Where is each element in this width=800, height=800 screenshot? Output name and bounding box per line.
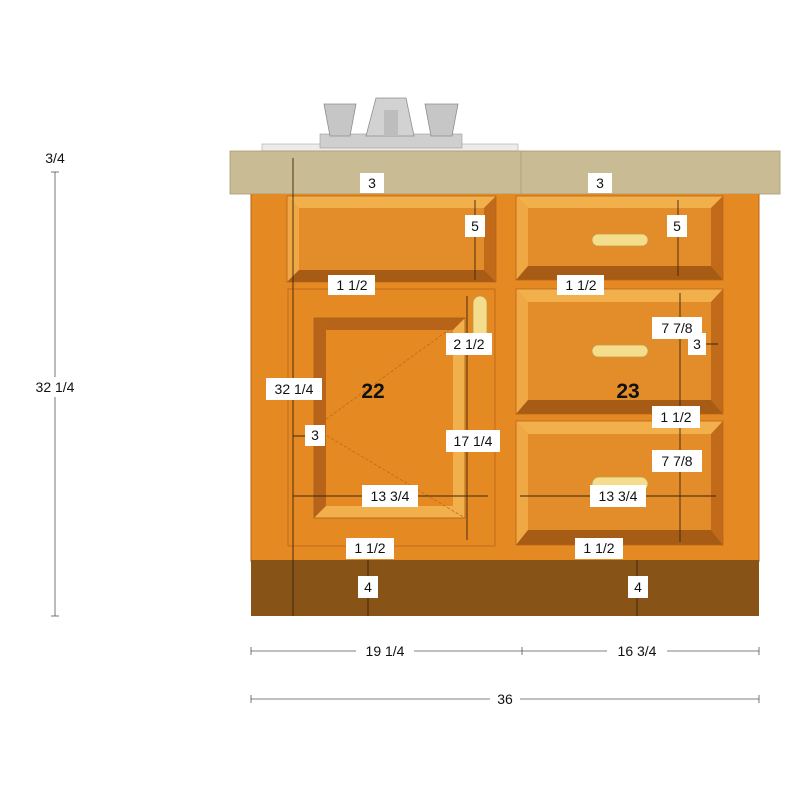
overall-width-label: 36	[497, 691, 513, 707]
part-number-left: 22	[361, 380, 384, 403]
drawer2-gap-label: 3	[693, 336, 701, 352]
stile-side-label: 3	[311, 427, 319, 443]
rail-left-mid-label: 1 1/2	[336, 277, 367, 293]
toe-right-label: 4	[634, 579, 642, 595]
right-width-label: 16 3/4	[618, 643, 657, 659]
drawer-handle-1	[591, 233, 649, 247]
counter-thickness-label: 3/4	[45, 150, 65, 166]
right-drawer-3	[515, 420, 724, 546]
toe-left-label: 4	[364, 579, 372, 595]
panel-edge-label: 2 1/2	[453, 336, 484, 352]
right-drawer-1	[515, 195, 724, 281]
countertop	[229, 150, 781, 195]
drawer-height-left-label: 5	[471, 218, 479, 234]
part-number-right: 23	[616, 380, 639, 403]
door-panel-height-label: 17 1/4	[454, 433, 493, 449]
left-width-label: 19 1/4	[366, 643, 405, 659]
left-top-drawer	[286, 195, 497, 283]
drawer-height-right-label: 5	[673, 218, 681, 234]
rail-right-mid-label: 1 1/2	[565, 277, 596, 293]
door-panel-width-label: 13 3/4	[371, 488, 410, 504]
drawer3-width-label: 13 3/4	[599, 488, 638, 504]
label-boxes	[28, 173, 706, 709]
top-rail-right-label: 3	[596, 175, 604, 191]
rail-right-lower-label: 1 1/2	[660, 409, 691, 425]
drawer2-height-label: 7 7/8	[661, 320, 692, 336]
faucet	[261, 97, 519, 152]
toe-kick	[251, 560, 759, 616]
rail-right-bottom-label: 1 1/2	[583, 540, 614, 556]
door-frame-height-label: 32 1/4	[275, 381, 314, 397]
drawer3-height-label: 7 7/8	[661, 453, 692, 469]
left-door	[287, 288, 496, 547]
drawer-handle-2	[591, 344, 649, 358]
top-rail-left-label: 3	[368, 175, 376, 191]
rail-left-bottom-label: 1 1/2	[354, 540, 385, 556]
total-height-label: 32 1/4	[36, 379, 75, 395]
